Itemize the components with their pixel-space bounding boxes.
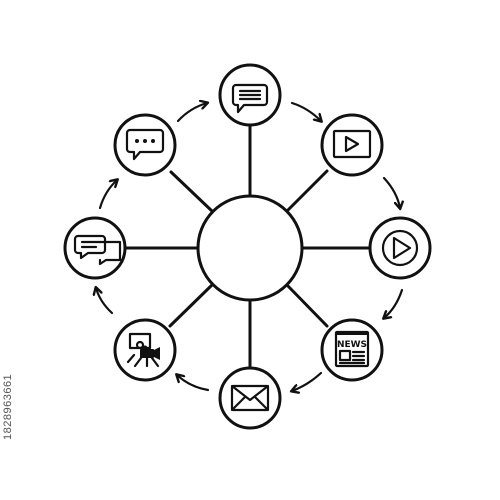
chat-dots-icon [125,128,165,161]
arrow-camera-to-conversation [96,288,114,315]
spokes [124,120,372,368]
node-mail [218,366,282,430]
node-camera [113,318,177,382]
arrow-mail-to-camera [177,375,210,392]
spoke-video [284,169,329,214]
node-video-circle [320,113,384,177]
node-message [218,63,282,127]
newspaper-icon: NEWS [334,330,370,368]
stock-id: 1828963661 [2,374,14,440]
node-video [320,113,384,177]
envelope-icon [230,384,270,412]
node-chat [113,113,177,177]
node-news-circle [320,318,384,382]
play-button-icon [381,229,419,267]
cycle-arrows [96,103,402,391]
arrow-video-to-play [382,176,400,208]
center-hub [196,194,304,302]
spoke-chat [169,170,215,214]
node-play-circle [368,216,432,280]
spoke-camera [168,282,215,328]
arrow-play-to-news [384,288,404,318]
chat-lines-icon [231,83,269,114]
node-play [368,216,432,280]
node-mail-circle [218,366,282,430]
node-conversation [63,216,127,280]
chat-bubbles-icon [73,234,122,266]
arrow-conversation-to-chat [98,180,117,210]
node-chat-circle [113,113,177,177]
arrow-news-to-mail [292,371,323,391]
arrow-chat-to-message [176,103,207,123]
news-label: NEWS [337,340,367,350]
arrow-message-to-video [290,101,321,121]
spoke-news [284,282,329,328]
node-news: NEWS [320,318,384,382]
video-camera-icon [126,332,160,368]
video-player-icon [332,129,372,159]
